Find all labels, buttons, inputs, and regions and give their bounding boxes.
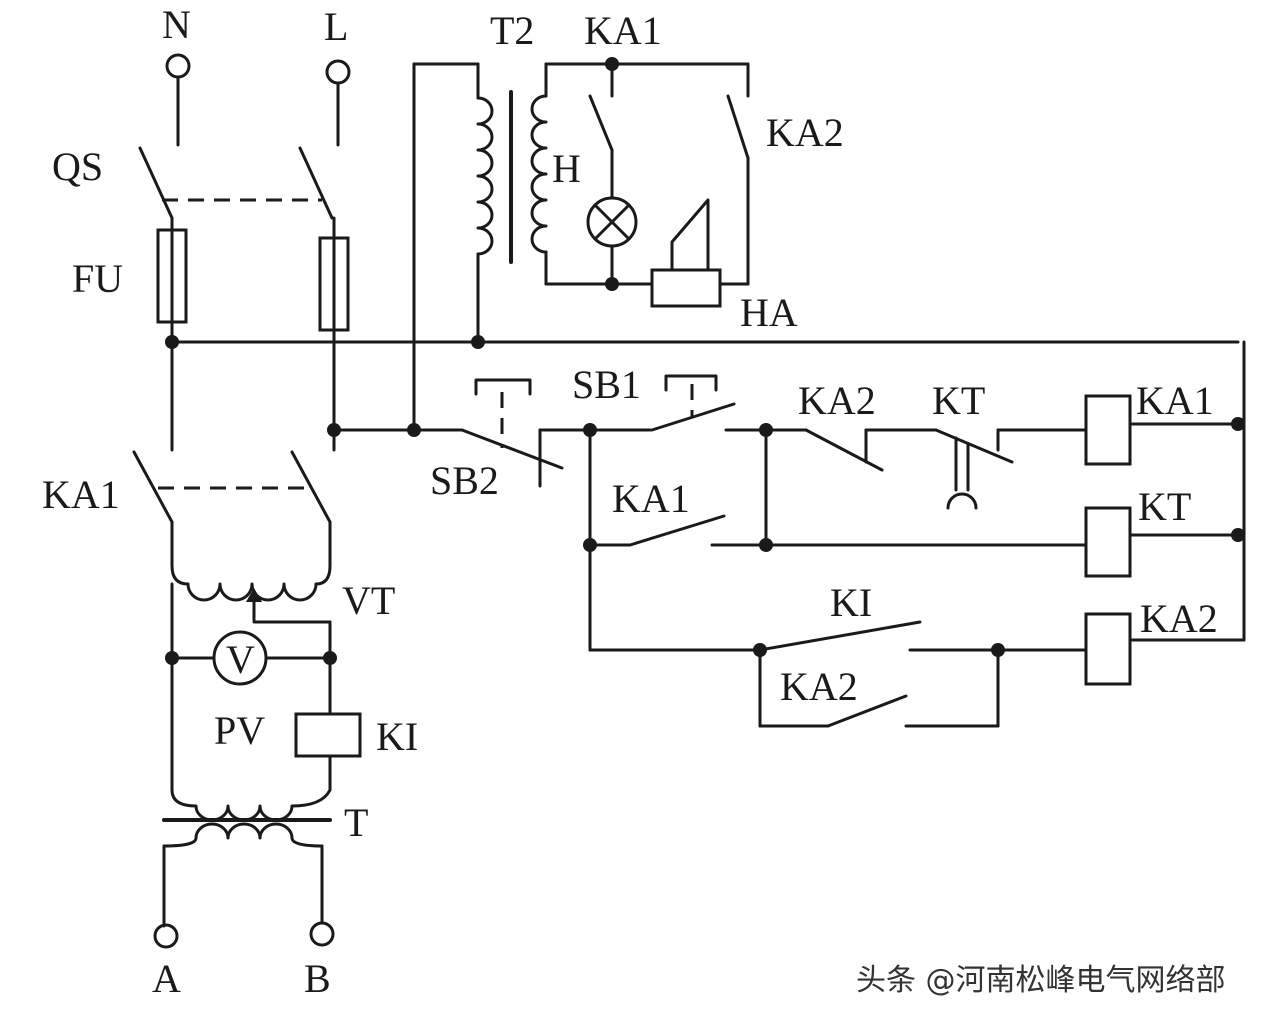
label-ka2-coil: KA2 [1140, 596, 1218, 641]
label-qs: QS [52, 144, 103, 189]
label-vt: VT [342, 578, 395, 623]
terminal-a [153, 923, 179, 949]
label-ha: HA [740, 290, 798, 335]
label-kt-contact: KT [932, 378, 985, 423]
label-ka1-coil: KA1 [1136, 378, 1214, 423]
contact-kt [934, 428, 1014, 510]
coil-ki [294, 712, 362, 758]
label-ka2-hold: KA2 [780, 664, 858, 709]
transformer-t2 [412, 62, 548, 432]
button-sb2 [460, 378, 564, 488]
label-sb2: SB2 [430, 458, 499, 503]
contact-ka2-alarm [718, 62, 750, 286]
label-n: N [162, 2, 191, 47]
bell-ha [650, 198, 722, 308]
contact-ka1-main [132, 450, 332, 568]
contact-ka2-nc [804, 428, 884, 472]
label-a: A [152, 956, 181, 1001]
terminal-b [309, 921, 335, 947]
label-ki-coil: KI [376, 714, 418, 759]
label-fu: FU [72, 256, 123, 301]
contact-ka2-hold [826, 694, 908, 728]
contact-ki [758, 620, 922, 652]
switch-qs [138, 146, 336, 240]
label-kt-coil: KT [1138, 484, 1191, 529]
label-pv: PV [214, 708, 265, 753]
terminal-n [165, 53, 191, 147]
button-sb1 [650, 374, 736, 432]
terminal-l [325, 59, 351, 147]
watermark: 头条 @河南松峰电气网络部 [856, 963, 1226, 998]
label-ka1-hold: KA1 [612, 476, 690, 521]
voltmeter-symbol: V [226, 637, 255, 682]
transformer-t [162, 788, 332, 928]
label-ka1-top: KA1 [584, 8, 662, 53]
label-ka1-main: KA1 [42, 472, 120, 517]
label-ka2-nc: KA2 [798, 378, 876, 423]
autotransformer-vt [170, 564, 332, 792]
voltmeter-pv: V [212, 630, 268, 686]
label-t2: T2 [490, 8, 534, 53]
contact-ka1-hold [628, 514, 726, 547]
fuse-fu [156, 228, 350, 332]
contact-ka1-lamp [588, 62, 614, 200]
label-ka2-top: KA2 [766, 110, 844, 155]
label-b: B [304, 956, 331, 1001]
label-l: L [324, 4, 348, 49]
label-sb1: SB1 [572, 362, 641, 407]
lamp-h [586, 196, 638, 286]
label-h: H [552, 146, 581, 191]
coil-ka1 [1084, 394, 1132, 466]
coil-kt [1084, 506, 1132, 578]
label-ki-contact: KI [830, 580, 872, 625]
label-t: T [344, 800, 368, 845]
coil-ka2 [1084, 612, 1132, 686]
